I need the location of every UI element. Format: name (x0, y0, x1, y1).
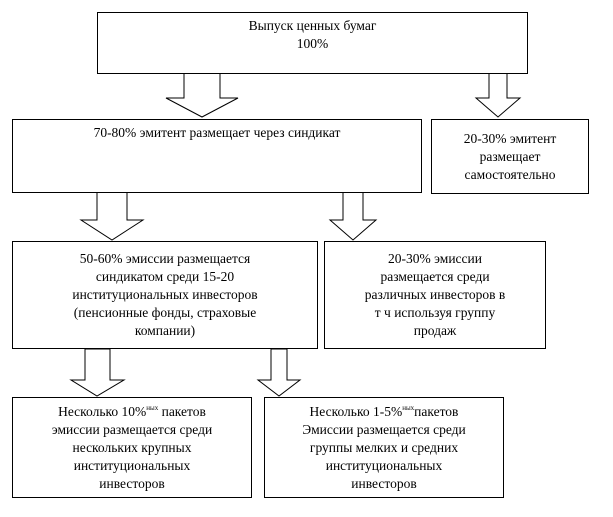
self-line-3: самостоятельно (464, 166, 556, 182)
large-tail: пакетов (158, 403, 206, 419)
institutional-line-5: компании) (134, 323, 196, 338)
small-lead: Несколько 1-5% (309, 403, 403, 419)
various-line-3: различных инвесторов в (364, 287, 506, 302)
large-lead: Несколько 10% (58, 403, 147, 419)
institutional-line-3: институциональных инвесторов (72, 287, 258, 302)
small-line-3: группы мелких и средних (309, 439, 459, 455)
syndicate-text: 70-80% эмитент размещает через синдикат (93, 125, 341, 140)
small-packets-box: Несколько 1-5%ныхпакетов Эмиссии размеща… (264, 397, 504, 498)
large-line-3: нескольких крупных (72, 439, 192, 455)
self-line-1: 20-30% эмитент (463, 130, 557, 146)
various-line-5: продаж (413, 323, 457, 338)
small-line-5: инвесторов (351, 475, 417, 491)
self-line-2: размещает (479, 148, 541, 164)
small-line-1: Несколько 1-5%ныхпакетов (310, 403, 459, 421)
institutional-box: 50-60% эмиссии размещается синдикатом ср… (12, 241, 318, 349)
institutional-line-1: 50-60% эмиссии размещается (79, 251, 251, 266)
large-line-2: эмиссии размещается среди (51, 421, 213, 437)
arrow-root-to-self (474, 72, 522, 118)
arrow-syndicate-to-various (328, 191, 378, 241)
various-investors-box: 20-30% эмиссии размещается среди различн… (324, 241, 546, 349)
various-line-1: 20-30% эмиссии (388, 251, 482, 266)
small-sup: ных (402, 403, 415, 412)
syndicate-box: 70-80% эмитент размещает через синдикат (12, 119, 422, 193)
root-percent: 100% (296, 36, 329, 51)
root-box: Выпуск ценных бумаг 100% (97, 12, 528, 74)
large-line-4: институциональных (73, 457, 191, 473)
arrow-root-to-syndicate (165, 72, 239, 118)
large-line-5: инвесторов (99, 475, 165, 491)
self-placement-box: 20-30% эмитент размещает самостоятельно (431, 119, 589, 194)
small-tail: пакетов (414, 403, 459, 419)
various-line-2: размещается среди (380, 269, 490, 284)
small-line-4: институциональных (325, 457, 443, 473)
institutional-line-2: синдикатом среди 15-20 (95, 269, 235, 284)
large-sup: ных (146, 403, 159, 412)
arrow-institutional-to-large (69, 348, 126, 397)
arrow-institutional-to-small (256, 348, 302, 397)
large-line-1: Несколько 10%ных пакетов (58, 403, 206, 421)
arrow-syndicate-to-institutional (79, 191, 145, 241)
large-packets-box: Несколько 10%ных пакетов эмиссии размеща… (12, 397, 252, 498)
small-line-2: Эмиссии размещается среди (302, 421, 466, 437)
various-line-4: т ч используя группу (374, 305, 496, 320)
institutional-line-4: (пенсионные фонды, страховые (73, 305, 257, 320)
root-title: Выпуск ценных бумаг (248, 18, 377, 33)
